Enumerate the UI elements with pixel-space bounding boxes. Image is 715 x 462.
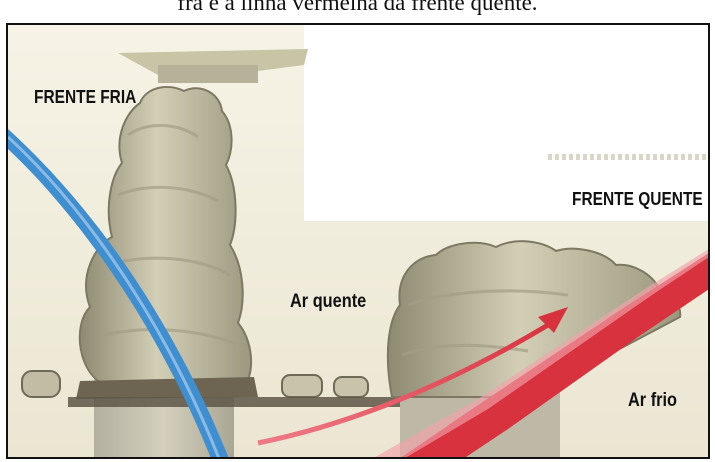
warm-front-label: FRENTE QUENTE [572,189,703,210]
warm-air-label: Ar quente [290,291,366,313]
cold-front-label: FRENTE FRIA [34,87,136,108]
cold-air-label: Ar frio [628,390,677,412]
figure-caption: frá e a linha vermelha da frente quente. [0,0,715,20]
weather-front-diagram: FRENTE FRIA FRENTE QUENTE Ar quente Ar f… [6,23,710,459]
